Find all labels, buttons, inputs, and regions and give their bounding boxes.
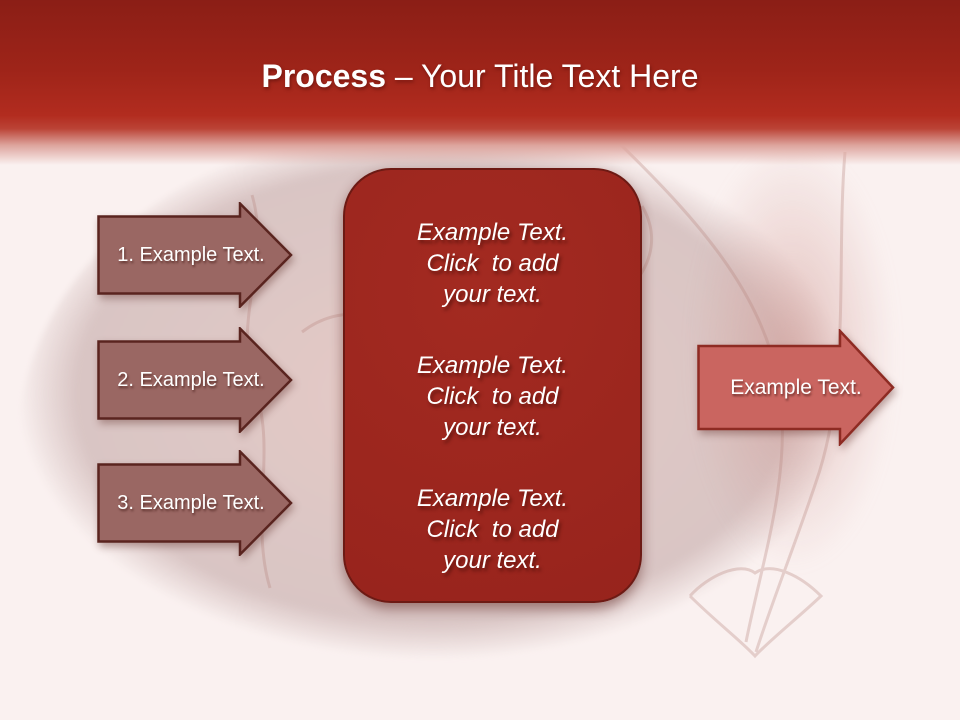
text-line: Click to add: [426, 516, 559, 543]
step-3-label: 3. Example Text.: [117, 491, 265, 514]
text-line: your text.: [443, 281, 542, 308]
text-line: your text.: [443, 414, 542, 441]
process-step-arrow-1[interactable]: 1. Example Text.: [97, 202, 293, 308]
title-bar: Process – Your Title Text Here: [0, 0, 960, 165]
result-arrow-label: Example Text.: [730, 375, 862, 399]
right-arrow-shape-icon: [97, 450, 293, 556]
step-1-label: 1. Example Text.: [117, 243, 265, 266]
process-step-arrow-3[interactable]: 3. Example Text.: [97, 450, 293, 556]
text-line: Example Text.: [416, 485, 569, 512]
center-text-panel[interactable]: Example Text. Click to add your text. Ex…: [343, 168, 642, 603]
title-bold-text: Process: [261, 58, 387, 94]
right-arrow-shape-icon: [97, 202, 293, 308]
text-paragraph-2: Example Text. Click to add your text.: [345, 350, 640, 443]
text-line: Example Text.: [416, 219, 569, 246]
text-paragraph-3: Example Text. Click to add your text.: [345, 483, 640, 576]
right-arrow-shape-icon: [97, 327, 293, 433]
title-regular-text: – Your Title Text Here: [386, 58, 699, 94]
text-line: Example Text.: [416, 352, 569, 379]
right-arrow-shape-icon: [697, 329, 895, 446]
result-arrow[interactable]: Example Text.: [697, 329, 895, 446]
text-paragraph-1: Example Text. Click to add your text.: [345, 217, 640, 310]
text-line: Click to add: [426, 383, 559, 410]
text-line: your text.: [443, 547, 542, 574]
step-2-label: 2. Example Text.: [117, 368, 265, 391]
text-line: Click to add: [426, 250, 559, 277]
slide-title[interactable]: Process – Your Title Text Here: [0, 52, 960, 100]
process-step-arrow-2[interactable]: 2. Example Text.: [97, 327, 293, 433]
